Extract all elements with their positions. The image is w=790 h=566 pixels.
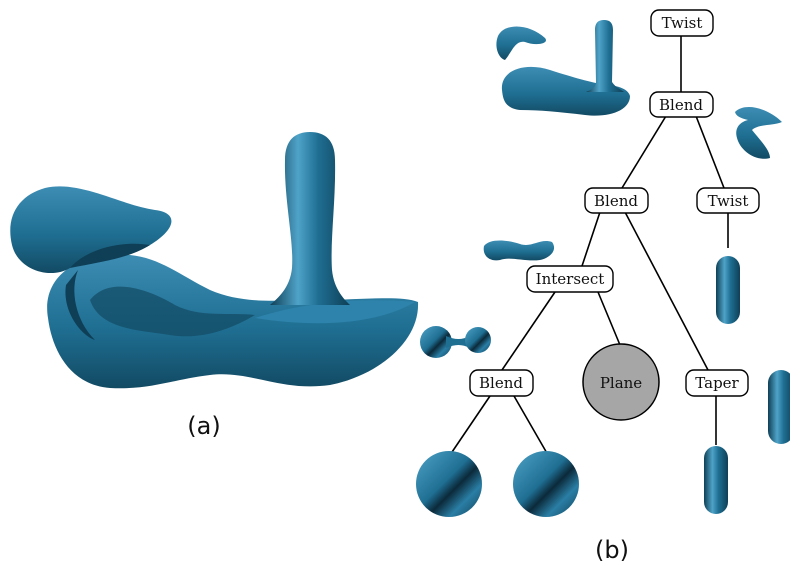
edge-blend-sphere-r — [513, 395, 549, 456]
edge-blend-taper — [624, 211, 709, 371]
sphere-left — [416, 451, 482, 517]
edge-blend-twist — [695, 115, 725, 189]
node-taper: Taper — [685, 369, 749, 397]
node-twist-right: Twist — [696, 187, 760, 214]
edge-blend-intersect — [581, 211, 601, 267]
tree-edges — [449, 36, 729, 456]
render-intersect-shape — [483, 240, 555, 261]
edge-intersect-plane — [597, 291, 621, 346]
node-blend-mid: Blend — [584, 187, 649, 214]
node-twist-root: Twist — [650, 9, 714, 37]
render-root-shape — [496, 20, 630, 116]
render-twist-shape — [735, 107, 782, 159]
node-intersect: Intersect — [526, 265, 614, 293]
node-blend-mid-label: Blend — [594, 192, 638, 210]
panel-a-caption: (a) — [187, 412, 220, 440]
panel-b-caption: (b) — [595, 536, 629, 564]
node-intersect-label: Intersect — [536, 270, 605, 288]
node-blend-top-label: Blend — [659, 96, 703, 114]
node-blend-low: Blend — [469, 369, 534, 397]
node-twist-right-label: Twist — [708, 192, 749, 210]
edge-blend-blend — [621, 115, 667, 189]
render-taper-rod — [704, 446, 728, 514]
sphere-right — [513, 451, 579, 517]
node-plane: Plane — [582, 343, 660, 421]
node-blend-top: Blend — [649, 91, 714, 118]
render-right-rod — [768, 370, 790, 444]
node-plane-label: Plane — [600, 374, 642, 392]
render-blend-spheres — [420, 326, 491, 358]
node-taper-label: Taper — [695, 374, 739, 392]
node-blend-low-label: Blend — [479, 374, 523, 392]
edge-blend-sphere-l — [449, 395, 491, 456]
panel-a-shape — [10, 132, 419, 389]
render-twist-rod — [716, 256, 740, 324]
edge-intersect-blend — [501, 291, 556, 371]
node-twist-root-label: Twist — [662, 14, 703, 32]
